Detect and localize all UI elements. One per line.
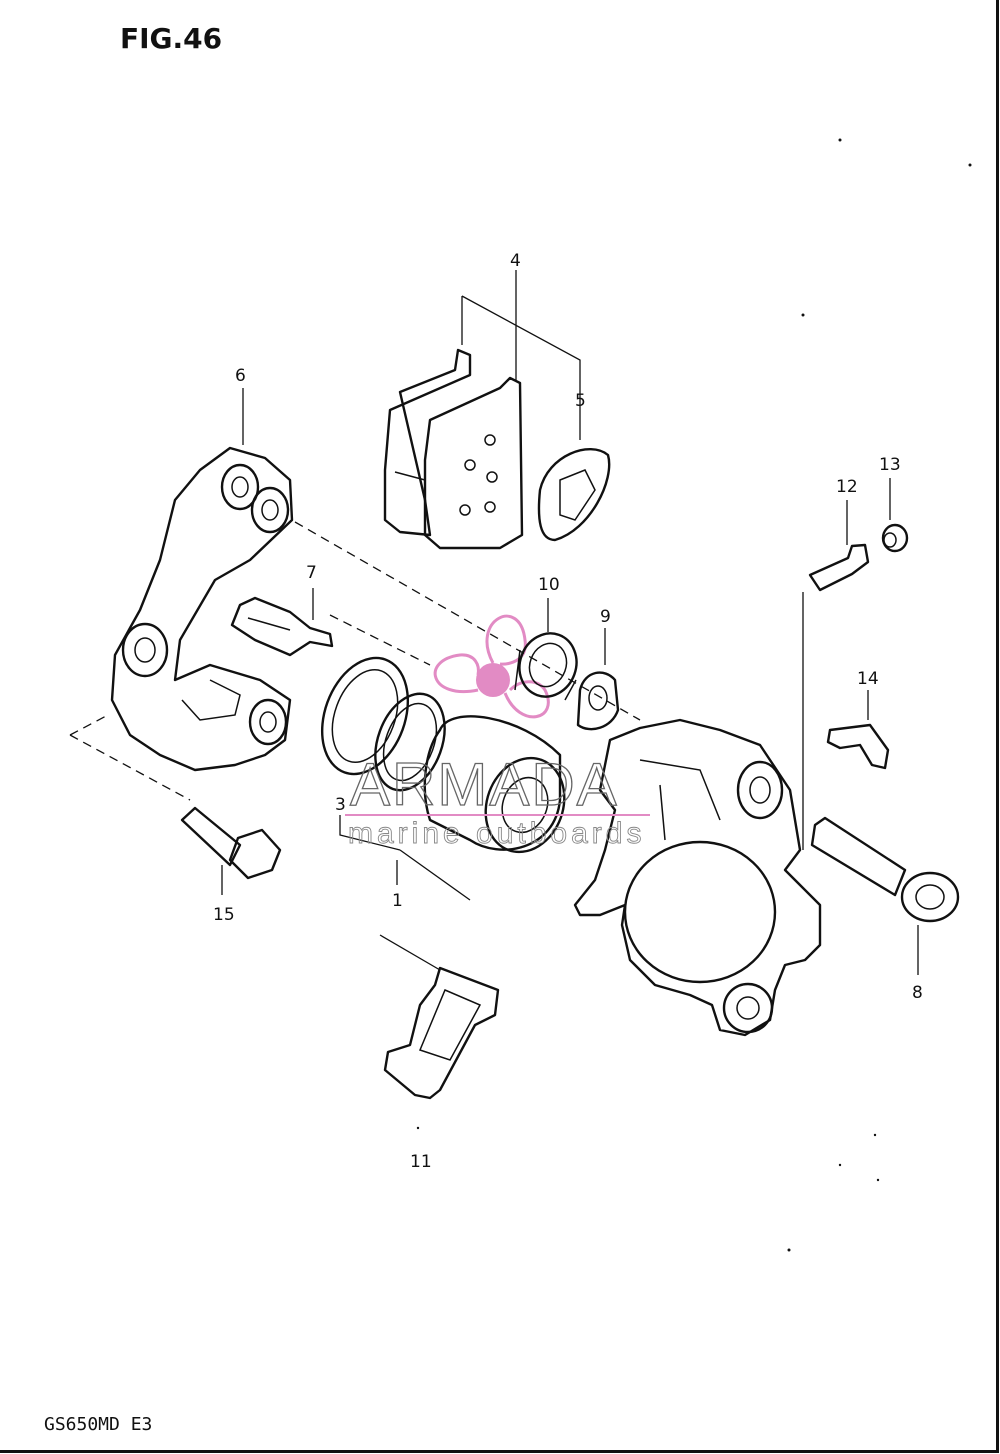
part-14-clip (826, 690, 890, 770)
part-3-seals (320, 656, 446, 792)
callout-15: 15 (213, 905, 235, 925)
caliper-body (573, 718, 822, 1037)
callout-14: 14 (857, 669, 879, 689)
part-11-plate (379, 934, 500, 1100)
assembly-lines (69, 521, 641, 801)
watermark-tagline: marine outboards (348, 817, 645, 850)
callout-4: 4 (510, 251, 521, 271)
callout-8: 8 (912, 983, 923, 1003)
watermark-brand: ARMADA (350, 751, 619, 818)
part-8-bolt (810, 816, 960, 975)
part-15-bolt (180, 806, 282, 895)
figure-title: FIG.46 (120, 22, 223, 55)
part-13-cap (881, 478, 909, 553)
callout-9: 9 (600, 607, 611, 627)
callout-7: 7 (306, 563, 317, 583)
part-4-brake-pads (383, 270, 581, 550)
part-5-shim (537, 448, 611, 542)
callout-11: 11 (410, 1152, 432, 1172)
callout-1: 1 (392, 891, 403, 911)
part-1-piston (339, 715, 566, 901)
callout-3: 3 (335, 795, 346, 815)
part-6-caliper-bracket (110, 388, 294, 772)
callout-13: 13 (879, 455, 901, 475)
callout-10: 10 (538, 575, 560, 595)
scan-specks (416, 138, 972, 1252)
part-7-pad-spring (230, 588, 334, 657)
callout-12: 12 (836, 477, 858, 497)
callout-6: 6 (235, 366, 246, 386)
callout-5: 5 (575, 391, 586, 411)
model-code: GS650MD E3 (44, 1414, 153, 1435)
watermark-logo (433, 614, 550, 719)
part-10-boot (514, 598, 578, 701)
part-12-bleeder (802, 500, 870, 850)
part-9-seal (576, 628, 620, 731)
